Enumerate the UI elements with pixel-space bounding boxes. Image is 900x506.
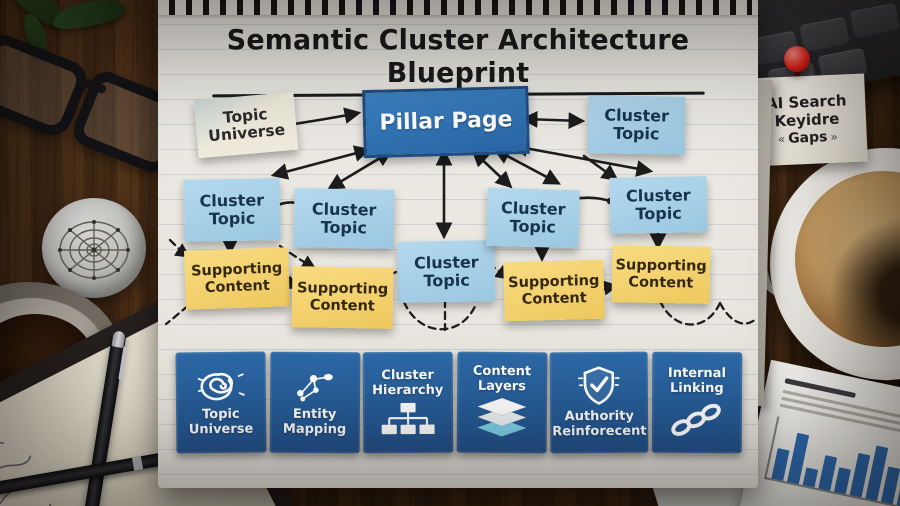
node-cluster-center: Cluster Topic	[397, 240, 496, 303]
node-label: Cluster Topic	[604, 105, 670, 144]
node-topic-universe: Topic Universe	[193, 91, 299, 159]
notepad: Semantic Cluster Architecture Blueprint	[158, 0, 758, 488]
tile-label: Entity Mapping	[282, 406, 346, 437]
page-title: Semantic Cluster Architecture Blueprint	[199, 23, 717, 98]
node-supporting-left-2: Supporting Content	[291, 266, 394, 329]
spiral-shadow	[158, 15, 758, 19]
keyboard-key	[799, 16, 850, 53]
page-title-text: Semantic Cluster Architecture Blueprint	[226, 23, 690, 89]
node-label: Supporting Content	[507, 273, 600, 308]
entity-map-icon	[296, 373, 333, 402]
node-cluster-right-1: Cluster Topic	[486, 187, 580, 249]
arrow-doodle-icon: »	[830, 129, 839, 144]
node-cluster-right-2: Cluster Topic	[609, 176, 708, 234]
node-label: Cluster Topic	[625, 185, 691, 224]
tile-label: Content Layers	[472, 363, 531, 394]
node-label: Cluster Topic	[500, 198, 566, 237]
network-etching	[58, 220, 130, 280]
node-supporting-left-1: Supporting Content	[184, 247, 290, 310]
node-label: Supporting Content	[296, 280, 389, 315]
sticky-line: «Gaps»	[774, 129, 841, 149]
chart-bar	[802, 467, 819, 488]
spiral-binding	[164, 0, 752, 15]
shield-check-icon	[578, 365, 620, 405]
chain-icon	[671, 404, 722, 437]
keyboard-key	[849, 2, 900, 39]
pushpin-icon	[784, 46, 810, 72]
paper-bar-chart	[764, 416, 900, 506]
org-chart-icon	[381, 403, 435, 435]
tile-label: Internal Linking	[668, 365, 727, 396]
coffee-crema	[795, 171, 900, 347]
node-supporting-right-1: Supporting Content	[503, 259, 605, 322]
node-label: Cluster Topic	[311, 199, 377, 237]
tile-label: Topic Universe	[188, 406, 254, 437]
coffee-cup	[770, 148, 900, 380]
spiral-icon	[197, 372, 245, 400]
tile-label: Authority Reinforecent	[552, 408, 647, 439]
node-cluster-top-right: Cluster Topic	[587, 95, 686, 155]
layers-icon	[475, 398, 528, 437]
node-cluster-left-2: Cluster Topic	[293, 188, 395, 249]
legend-tiles: Topic Universe Entity Mapping Cluster Hi…	[175, 351, 743, 454]
node-label: Pillar Page	[379, 106, 513, 136]
tile-internal-linking: Internal Linking	[652, 351, 743, 454]
node-label: Cluster Topic	[413, 252, 479, 290]
tile-topic-universe: Topic Universe	[175, 351, 267, 454]
node-cluster-left-1: Cluster Topic	[183, 178, 281, 242]
tile-content-layers: Content Layers	[456, 351, 547, 454]
node-label: Supporting Content	[190, 260, 283, 296]
node-label: Supporting Content	[615, 257, 707, 292]
chart-bar	[833, 467, 851, 495]
tile-cluster-hierarchy: Cluster Hierarchy	[362, 351, 453, 454]
chart-bar	[771, 448, 790, 481]
node-pillar-page: Pillar Page	[362, 85, 530, 159]
node-label: Cluster Topic	[199, 190, 265, 229]
tile-entity-mapping: Entity Mapping	[269, 351, 360, 454]
tile-label: Cluster Hierarchy	[372, 367, 444, 398]
glass-paperweight	[42, 198, 146, 298]
sticky-line-text: Gaps	[787, 129, 828, 147]
tile-authority-reinforcement: Authority Reinforecent	[549, 351, 649, 454]
arrow-doodle-icon: «	[777, 131, 786, 147]
node-supporting-right-2: Supporting Content	[611, 245, 711, 304]
node-label: Topic Universe	[207, 104, 286, 146]
